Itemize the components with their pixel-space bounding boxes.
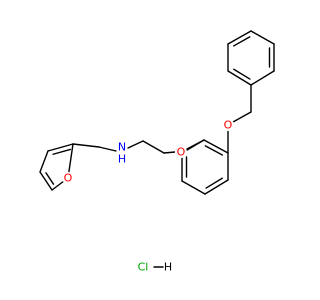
ethyl-bond bbox=[142, 140, 165, 154]
phenylene-bond-3 bbox=[204, 179, 229, 195]
atom-amine-n: N H bbox=[117, 141, 127, 166]
furan-bond-1 bbox=[47, 143, 74, 152]
furan-double-bond-1 bbox=[52, 148, 72, 155]
furan-bond-3 bbox=[39, 171, 53, 191]
bond-layer bbox=[39, 30, 275, 195]
ring-oxygen-label: O bbox=[64, 172, 73, 185]
phenylene-double-bond-3 bbox=[205, 177, 223, 189]
hydrochloride-salt: Cl H bbox=[138, 261, 173, 274]
o-ch2-bond bbox=[232, 111, 252, 123]
furan-double-bond-3 bbox=[45, 172, 55, 185]
amine-n-label: N bbox=[118, 141, 126, 154]
phenylene-bond-4 bbox=[181, 180, 206, 195]
phenylene-double-bond-1 bbox=[204, 145, 224, 156]
benzyl-bond-3 bbox=[227, 30, 252, 45]
furan-bond-2 bbox=[39, 150, 49, 173]
atom-ether-o-upper: O bbox=[222, 119, 234, 132]
amine-h-label: H bbox=[118, 153, 126, 166]
benzyl-bond-1 bbox=[227, 70, 252, 86]
ether-o-upper-label: O bbox=[224, 119, 233, 132]
benzyl-bond-4 bbox=[250, 30, 275, 45]
n-ethyl-bond bbox=[127, 140, 144, 149]
benzyl-double-bond-1 bbox=[233, 68, 251, 80]
atom-ether-o-lower: O bbox=[175, 146, 187, 159]
ether-o-lower-label: O bbox=[177, 146, 186, 159]
salt-cl-label: Cl bbox=[138, 261, 149, 274]
benzyl-bond-6 bbox=[250, 70, 275, 86]
atom-label-layer: O N H O O Cl H bbox=[62, 119, 234, 274]
ch2-n-bond bbox=[98, 146, 117, 152]
furan-ch2-bond bbox=[72, 143, 100, 148]
salt-h-label: H bbox=[164, 261, 172, 274]
ethyl-o-bond bbox=[163, 151, 176, 154]
benzyl-double-bond-3 bbox=[232, 36, 251, 47]
molecule-diagram: O N H O O Cl H bbox=[39, 30, 275, 274]
phenylene-bond-1 bbox=[203, 139, 229, 154]
atom-ring-oxygen: O bbox=[62, 172, 74, 185]
